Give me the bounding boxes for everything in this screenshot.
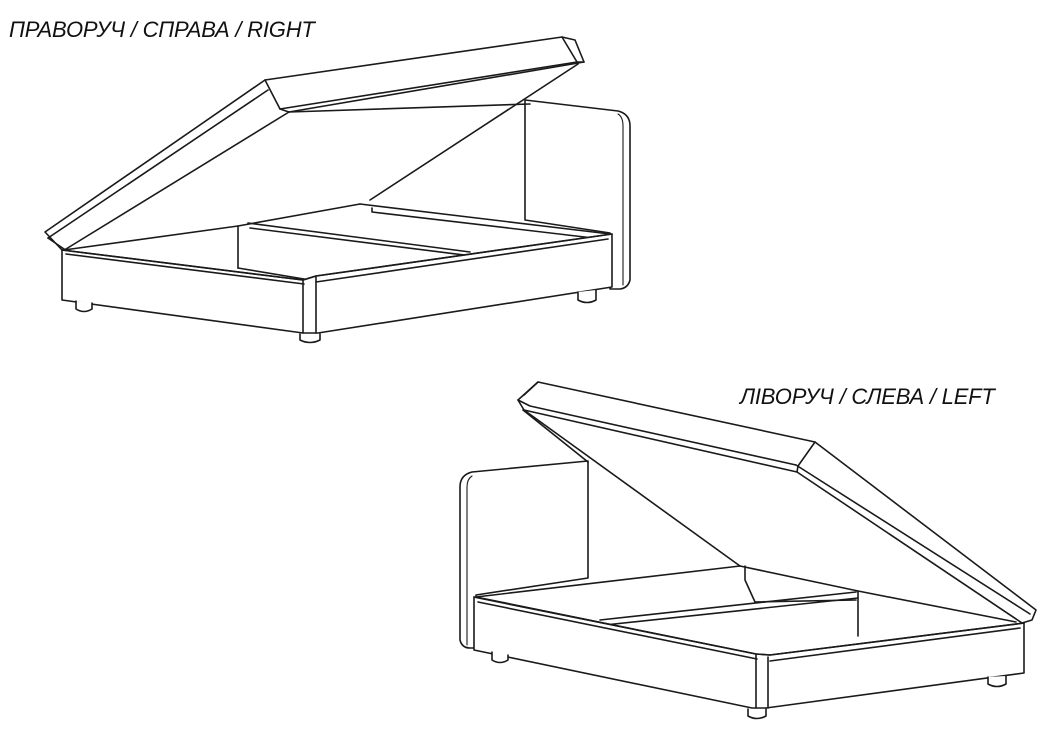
storage-box-left bbox=[475, 565, 1017, 656]
bed-left-version bbox=[459, 381, 1037, 720]
bed-feet-left bbox=[491, 651, 1007, 720]
lid-support-right bbox=[288, 103, 531, 113]
storage-box-right bbox=[63, 203, 611, 281]
caption-right-version: ПРАВОРУЧ / СПРАВА / RIGHT bbox=[9, 17, 315, 42]
headboard-left bbox=[459, 460, 589, 649]
lid-support-left bbox=[522, 409, 589, 463]
bed-right-version bbox=[44, 36, 631, 344]
bed-base-left bbox=[473, 596, 1025, 709]
lid-edge-left bbox=[523, 409, 741, 567]
lifted-lid-right bbox=[44, 36, 585, 251]
bed-feet-right bbox=[75, 289, 597, 344]
caption-left-version: ЛІВОРУЧ / СЛЕВА / LEFT bbox=[740, 384, 995, 409]
headboard-right bbox=[524, 99, 631, 290]
lid-edge-right bbox=[369, 63, 579, 201]
lifted-lid-left bbox=[517, 381, 1037, 624]
bed-base-right bbox=[61, 233, 613, 334]
